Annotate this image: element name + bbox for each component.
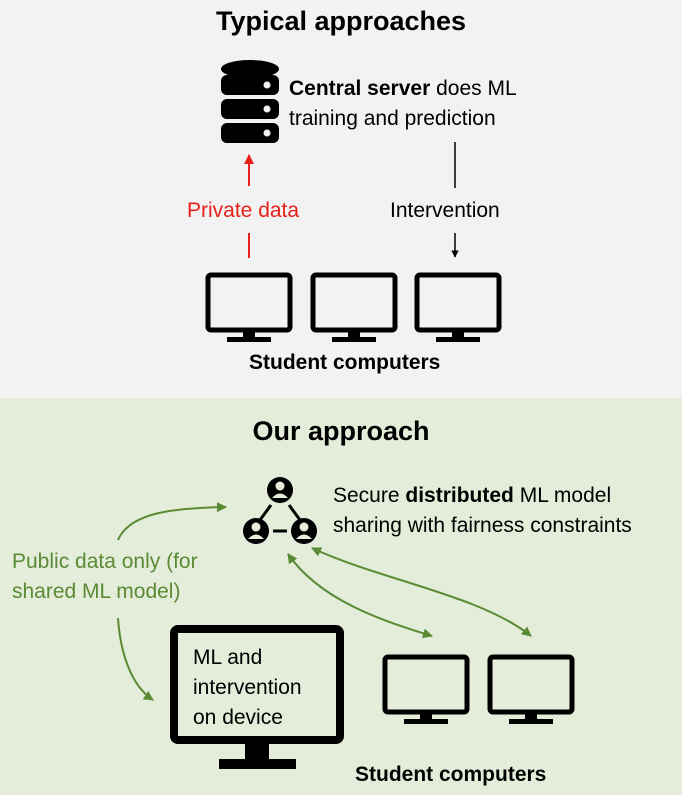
device-text-line2: intervention <box>193 676 302 699</box>
monitor-icon <box>205 272 293 342</box>
sharing-arrow-2 <box>311 547 532 637</box>
monitor-icon <box>414 272 502 342</box>
device-text: ML and intervention on device <box>193 643 302 733</box>
public-data-arrow-down <box>117 617 154 701</box>
typical-approaches-title: Typical approaches <box>215 6 467 36</box>
our-approach-title: Our approach <box>252 416 430 446</box>
monitor-icon <box>382 654 470 724</box>
monitor-icon <box>310 272 398 342</box>
server-description-bold: Central server <box>289 77 431 100</box>
device-text-line3: on device <box>193 706 283 729</box>
student-computers-label-top: Student computers <box>249 351 441 374</box>
secure-line2: sharing with fairness constraints <box>333 514 632 537</box>
secure-post: ML model <box>513 484 612 507</box>
public-data-arrow-up <box>117 502 227 541</box>
database-server-icon <box>221 60 279 143</box>
secure-pre: Secure <box>333 484 406 507</box>
student-computers-label-bottom: Student computers <box>355 763 547 786</box>
intervention-label: Intervention <box>390 199 500 222</box>
network-users-icon <box>243 477 317 544</box>
public-data-label: Public data only (for shared ML model) <box>12 547 198 607</box>
secure-bold: distributed <box>405 484 514 507</box>
monitor-icon <box>487 654 575 724</box>
device-text-line1: ML and <box>193 646 263 669</box>
large-monitor-icon <box>170 625 344 769</box>
secure-sharing-description: Secure distributed ML model sharing with… <box>333 481 632 541</box>
private-data-label: Private data <box>187 199 300 222</box>
public-data-line1: Public data only (for <box>12 550 198 573</box>
server-description-rest: does ML <box>430 77 517 100</box>
server-description: Central server does ML training and pred… <box>289 74 517 134</box>
server-description-line2: training and prediction <box>289 107 496 130</box>
public-data-line2: shared ML model) <box>12 580 181 603</box>
